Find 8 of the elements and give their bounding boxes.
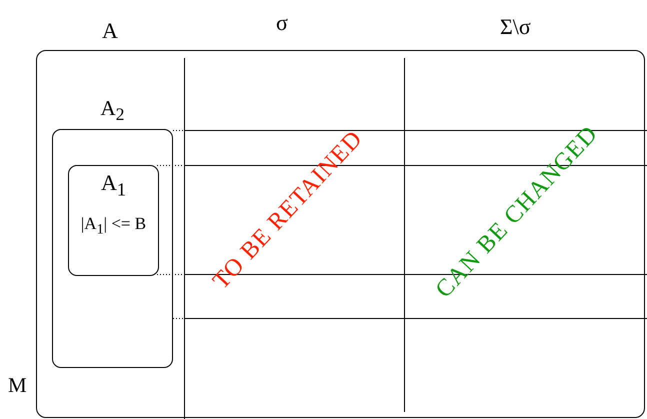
set-box <box>68 165 159 276</box>
set-label: A$_{1}$ <box>100 172 126 199</box>
set-label: A$_{2}$ <box>100 98 124 124</box>
column-heading: A <box>102 20 118 42</box>
column-heading: σ <box>276 12 288 34</box>
column-heading: Σ\σ <box>500 16 531 38</box>
region-label: M <box>8 375 27 396</box>
constraint-text: |A$_{1}$| <= B <box>80 214 146 236</box>
